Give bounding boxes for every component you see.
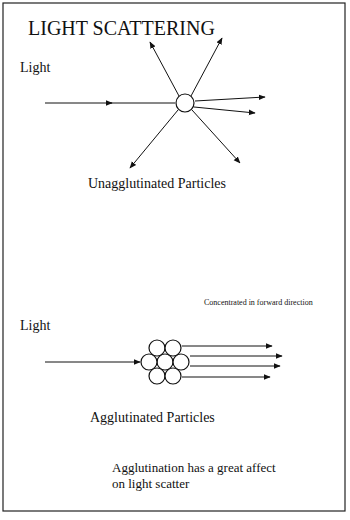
particle-label: Agglutinated Particles bbox=[90, 410, 215, 427]
scatter-arrow bbox=[192, 110, 240, 163]
particle-label: Unagglutinated Particles bbox=[88, 176, 226, 193]
incident-light-arrow bbox=[45, 362, 140, 363]
particle bbox=[165, 368, 181, 384]
single-particle bbox=[176, 94, 194, 112]
incident-light-arrow bbox=[45, 103, 112, 104]
particle bbox=[149, 340, 165, 356]
forward-arrow bbox=[182, 346, 272, 347]
scatter-arrow bbox=[150, 42, 179, 96]
scatter-arrow bbox=[194, 107, 255, 113]
light-label: Light bbox=[20, 60, 50, 77]
particle bbox=[149, 368, 165, 384]
scatter-arrow bbox=[191, 38, 222, 96]
scatter-arrow bbox=[195, 97, 265, 101]
forward-arrow bbox=[190, 356, 282, 357]
scatter-arrow bbox=[130, 110, 178, 168]
particle bbox=[165, 340, 181, 356]
particle bbox=[157, 354, 173, 370]
diagram-caption: Agglutination has a great affect on ligh… bbox=[112, 460, 282, 491]
particle bbox=[173, 354, 189, 370]
particle bbox=[141, 354, 157, 370]
incident-light-line bbox=[110, 103, 175, 104]
diagram-title: LIGHT SCATTERING bbox=[28, 16, 215, 40]
light-label: Light bbox=[20, 318, 50, 335]
particle-cluster bbox=[141, 340, 189, 384]
forward-arrow bbox=[182, 377, 270, 378]
frame-border bbox=[3, 3, 345, 511]
forward-arrow bbox=[190, 366, 280, 367]
direction-note: Concentrated in forward direction bbox=[204, 298, 313, 308]
